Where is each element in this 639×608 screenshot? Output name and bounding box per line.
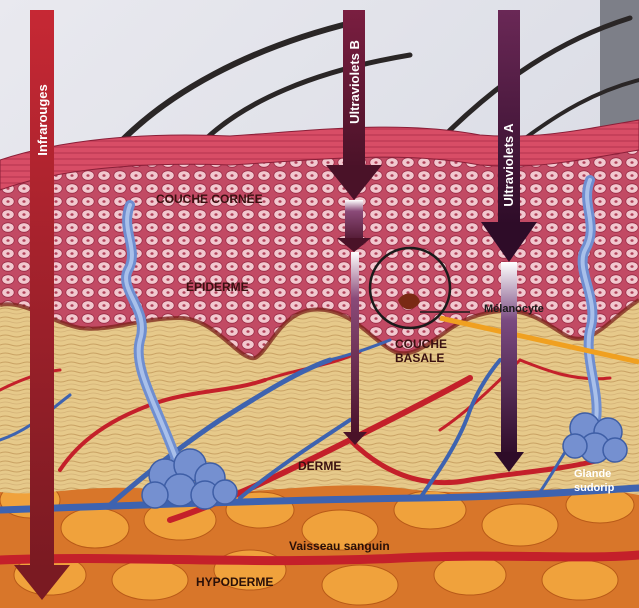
blood-vessel-label: Vaisseau sanguin [289, 539, 390, 553]
basal-layer-label-line1: COUCHE [395, 337, 447, 351]
uva-label: Ultraviolets A [501, 123, 516, 207]
sweat-gland-label-line1: Glande [574, 468, 611, 480]
infrared-label: Infrarouges [35, 84, 50, 156]
uvb-label: Ultraviolets B [347, 40, 362, 124]
hypodermis-label: HYPODERME [196, 575, 273, 589]
basal-layer-label-line2: BASALE [395, 351, 444, 365]
melanocyte-label: Mélanocyte [484, 303, 544, 315]
stratum-corneum-label: COUCHE CORNÉE [156, 191, 263, 206]
epidermis-label: ÉPIDERME [186, 279, 249, 294]
sweat-gland-label-line2: sudorip [574, 482, 615, 494]
dermis-label: DERME [298, 459, 341, 473]
